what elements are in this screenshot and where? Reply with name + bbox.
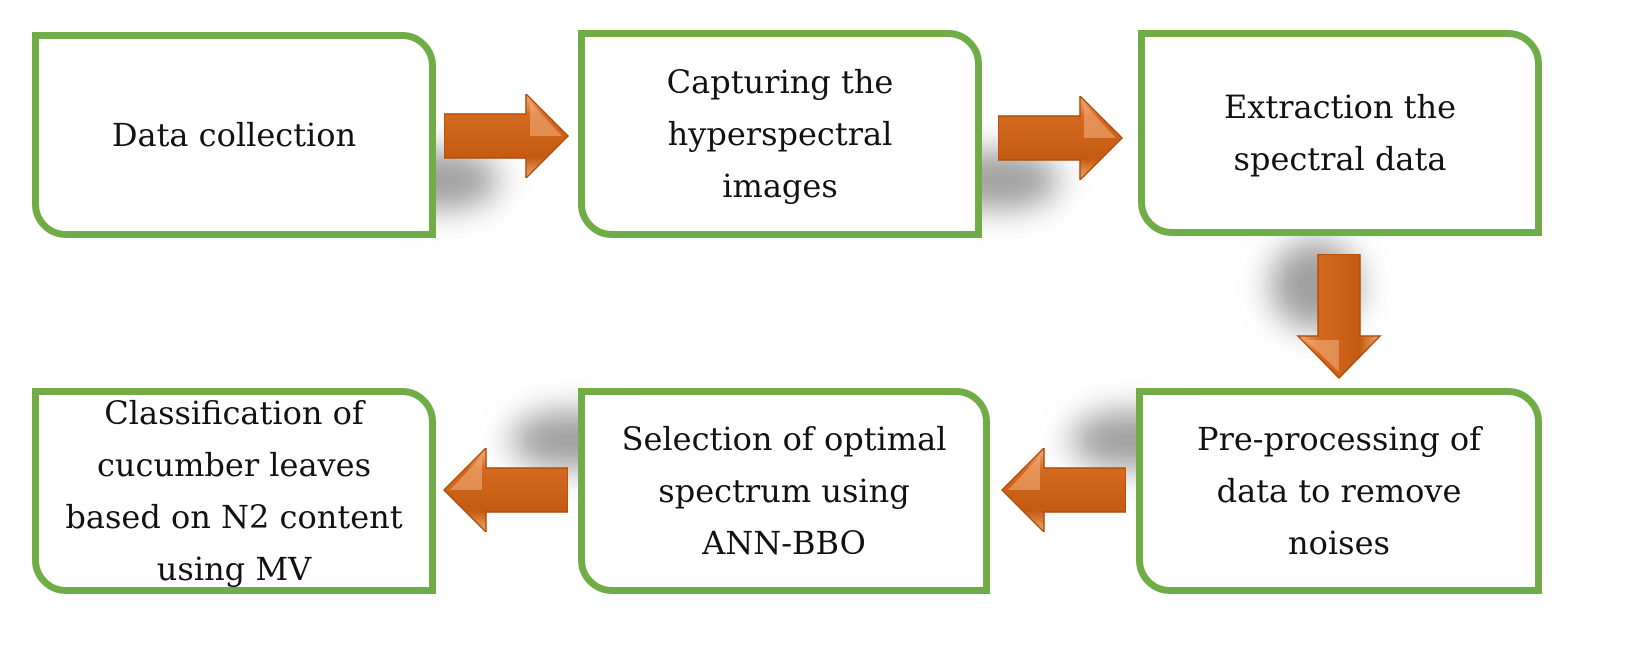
step-label: Extraction the spectral data <box>1223 88 1457 178</box>
step-label: Classification of cucumber leaves based … <box>65 394 403 588</box>
arrow-right-1 <box>444 94 570 178</box>
step-capturing-images: Capturing the hyperspectral images <box>578 30 982 238</box>
arrow-down <box>1296 254 1382 380</box>
arrow-left-1 <box>1000 448 1126 532</box>
arrow-right-2 <box>998 96 1124 180</box>
step-data-collection: Data collection <box>32 32 436 238</box>
arrow-left-2 <box>442 448 568 532</box>
step-label: Selection of optimal spectrum using ANN-… <box>621 420 947 562</box>
step-selection: Selection of optimal spectrum using ANN-… <box>578 388 990 594</box>
step-label: Pre-processing of data to remove noises <box>1197 420 1481 562</box>
step-label: Data collection <box>111 116 357 154</box>
step-extraction: Extraction the spectral data <box>1138 30 1542 236</box>
step-pre-processing: Pre-processing of data to remove noises <box>1136 388 1542 594</box>
step-classification: Classification of cucumber leaves based … <box>32 388 436 594</box>
step-label: Capturing the hyperspectral images <box>666 63 894 205</box>
